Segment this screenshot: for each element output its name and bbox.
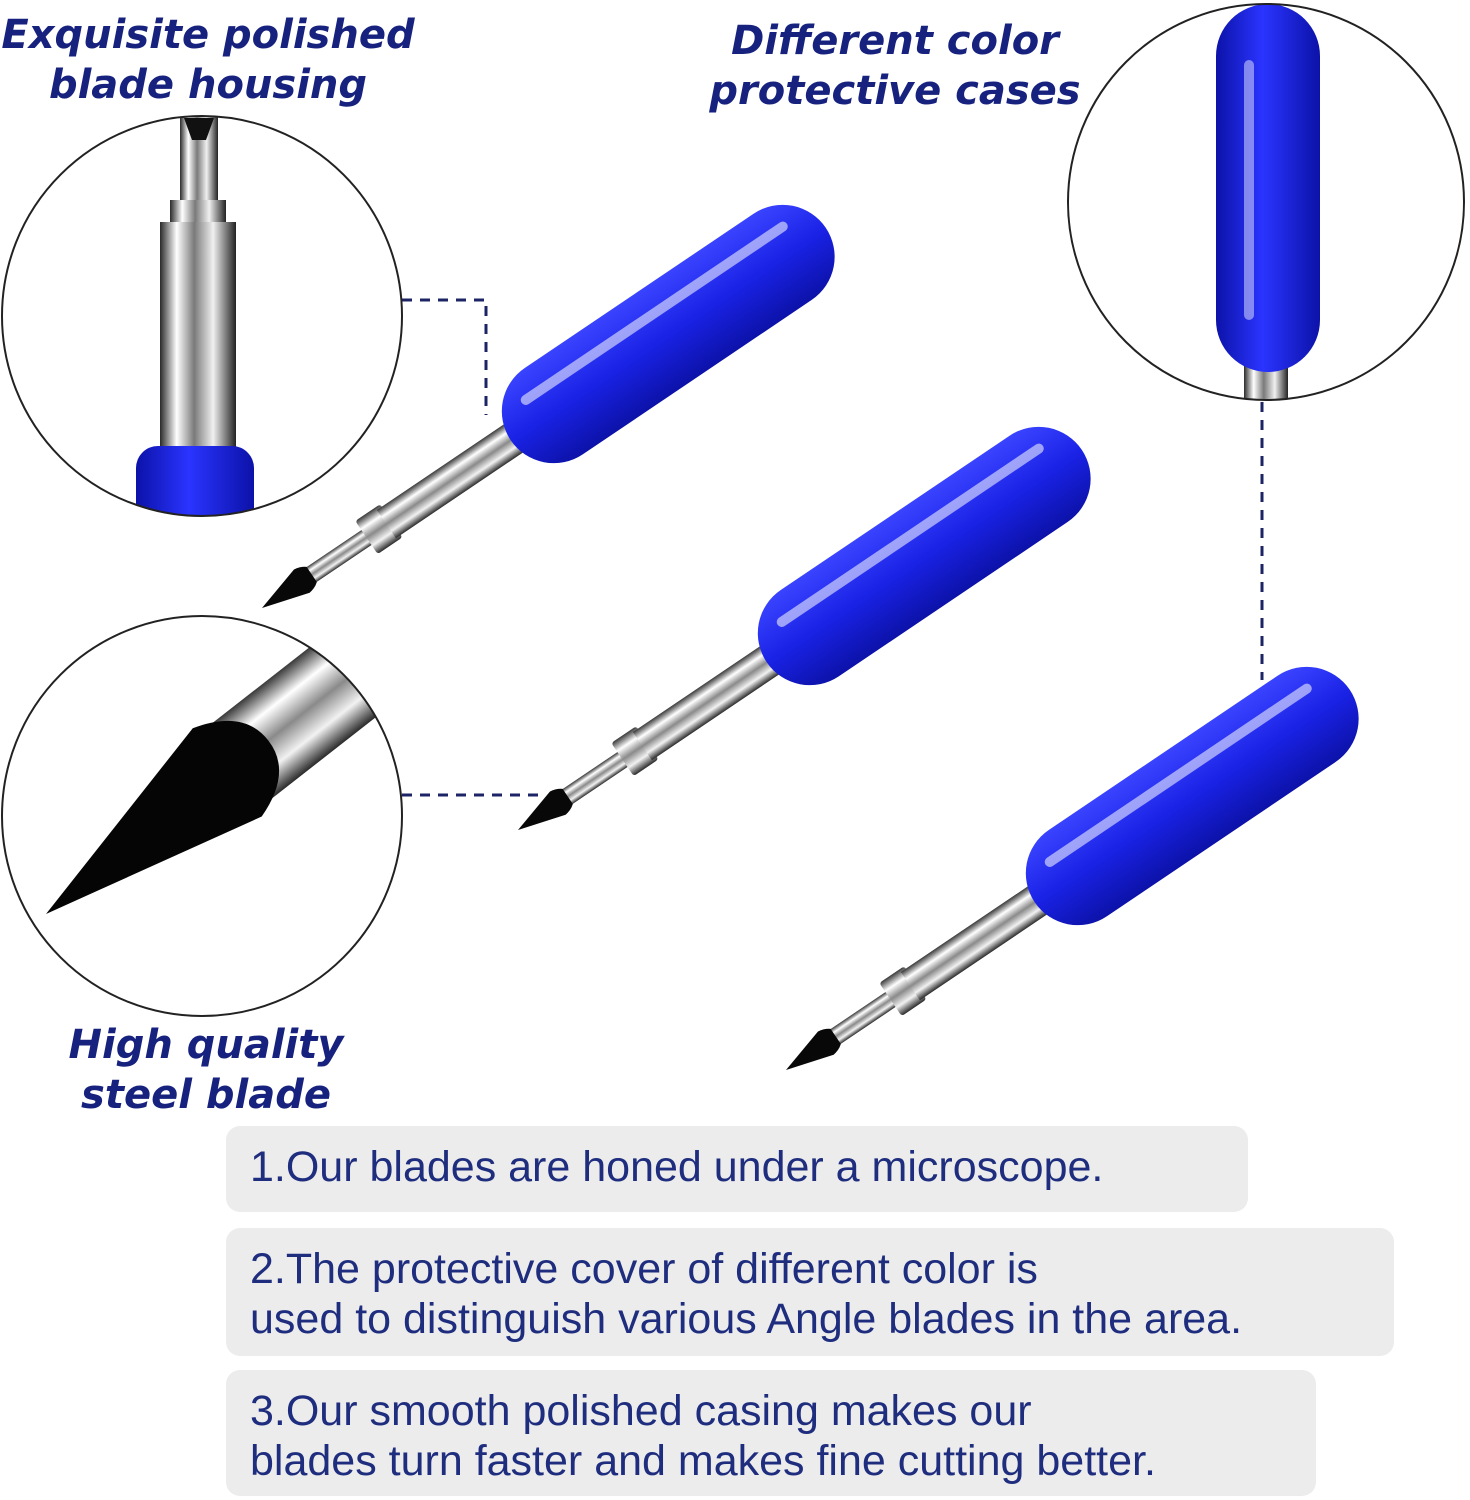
callout-housing-line2: blade housing [48,62,368,108]
callout-blade-line1: High quality [68,1022,344,1068]
magnifier-circle-icon [1,115,403,517]
feature-note-2-line1: 2.The protective cover of different colo… [250,1245,1038,1293]
callout-housing: Exquisite polished blade housing [0,10,416,110]
feature-note-1: 1.Our blades are honed under a microscop… [226,1126,1248,1212]
feature-note-1-line1: 1.Our blades are honed under a microscop… [250,1143,1104,1191]
feature-note-2-line2: used to distinguish various Angle blades… [250,1295,1243,1343]
callout-cases-line1: Different color [731,18,1059,64]
feature-note-3: 3.Our smooth polished casing makes our b… [226,1370,1316,1496]
feature-note-2: 2.The protective cover of different colo… [226,1228,1394,1356]
feature-note-3-line1: 3.Our smooth polished casing makes our [250,1387,1032,1435]
connector-line [402,298,488,415]
magnifier-circle-icon [1,615,403,1017]
blade-icon [488,406,1111,874]
callout-cases-line2: protective cases [709,68,1081,114]
callout-blade: High quality steel blade [56,1020,356,1120]
callout-housing-line1: Exquisite polished [1,12,415,58]
feature-note-3-line2: blades turn faster and makes fine cuttin… [250,1437,1156,1485]
callout-blade-line2: steel blade [81,1072,331,1118]
callout-cases: Different color protective cases [700,16,1090,116]
blade-icon [756,646,1379,1114]
magnifier-circle-icon [1067,3,1465,401]
